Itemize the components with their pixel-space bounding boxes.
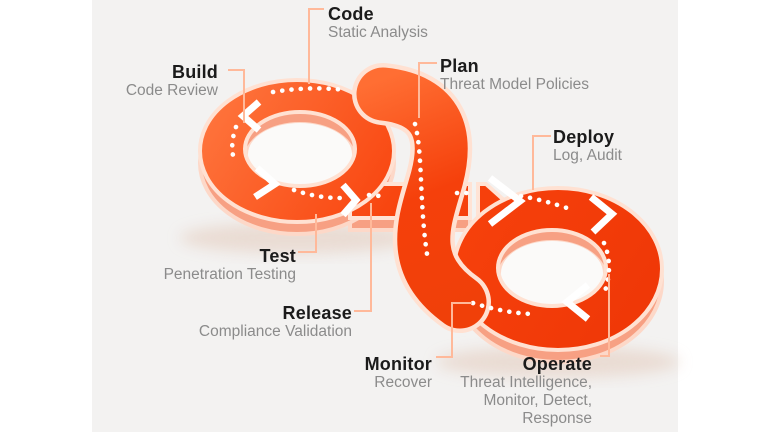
break-deploy-operate <box>588 194 618 235</box>
break-arrow-deploy <box>487 175 526 227</box>
label-test-subtitle: Penetration Testing <box>163 266 296 284</box>
monitor-connector <box>436 302 472 358</box>
label-operate-title: Operate <box>522 354 592 374</box>
center-band <box>352 63 491 333</box>
break-test-release <box>340 182 361 218</box>
label-operate-subtitle: Threat Intelligence, Monitor, Detect, Re… <box>460 374 592 427</box>
label-test: Test Penetration Testing <box>163 246 296 284</box>
label-deploy-title: Deploy <box>553 127 615 147</box>
operate-connector <box>600 274 610 357</box>
label-operate-subtitle-line1: Threat Intelligence, <box>460 374 592 392</box>
label-release: Release Compliance Validation <box>198 303 352 341</box>
label-deploy: Deploy Log, Audit <box>553 127 622 165</box>
label-monitor: Monitor Recover <box>364 354 432 392</box>
build-dots <box>229 124 239 166</box>
label-deploy-subtitle: Log, Audit <box>553 147 622 165</box>
label-test-title: Test <box>259 246 296 266</box>
label-operate: Operate Threat Intelligence, Monitor, De… <box>460 354 592 427</box>
label-monitor-subtitle: Recover <box>374 374 432 392</box>
release-dots <box>366 192 383 199</box>
label-operate-subtitle-line2: Monitor, Detect, <box>483 392 592 410</box>
break-build-test <box>253 165 281 200</box>
label-operate-subtitle-line3: Response <box>522 409 592 427</box>
build-connector <box>228 69 245 123</box>
plan-dots <box>412 121 430 257</box>
monitor-dots <box>470 300 535 317</box>
label-build-title: Build <box>172 62 218 82</box>
label-plan-title: Plan <box>440 56 479 76</box>
deploy-connector <box>532 135 551 190</box>
label-code: Code Static Analysis <box>328 4 428 42</box>
code-dots <box>270 86 349 95</box>
label-plan-subtitle: Threat Model Policies <box>440 76 590 94</box>
label-code-subtitle: Static Analysis <box>328 24 428 42</box>
label-plan: Plan Threat Model Policies <box>440 56 590 94</box>
segment-breaks <box>237 99 618 322</box>
label-release-title: Release <box>282 303 352 323</box>
release-connector <box>354 203 372 312</box>
label-code-title: Code <box>328 4 374 24</box>
operate-dots <box>601 240 612 297</box>
code-connector <box>308 8 324 84</box>
label-build: Build Code Review <box>125 62 218 100</box>
break-operate-monitor <box>561 282 591 322</box>
flow-dots <box>229 86 612 317</box>
connector-lines <box>228 8 610 358</box>
test-connector <box>298 214 317 253</box>
label-monitor-title: Monitor <box>364 354 432 374</box>
label-release-subtitle: Compliance Validation <box>198 323 352 341</box>
label-build-subtitle: Code Review <box>125 82 218 100</box>
plan-connector <box>418 62 437 118</box>
